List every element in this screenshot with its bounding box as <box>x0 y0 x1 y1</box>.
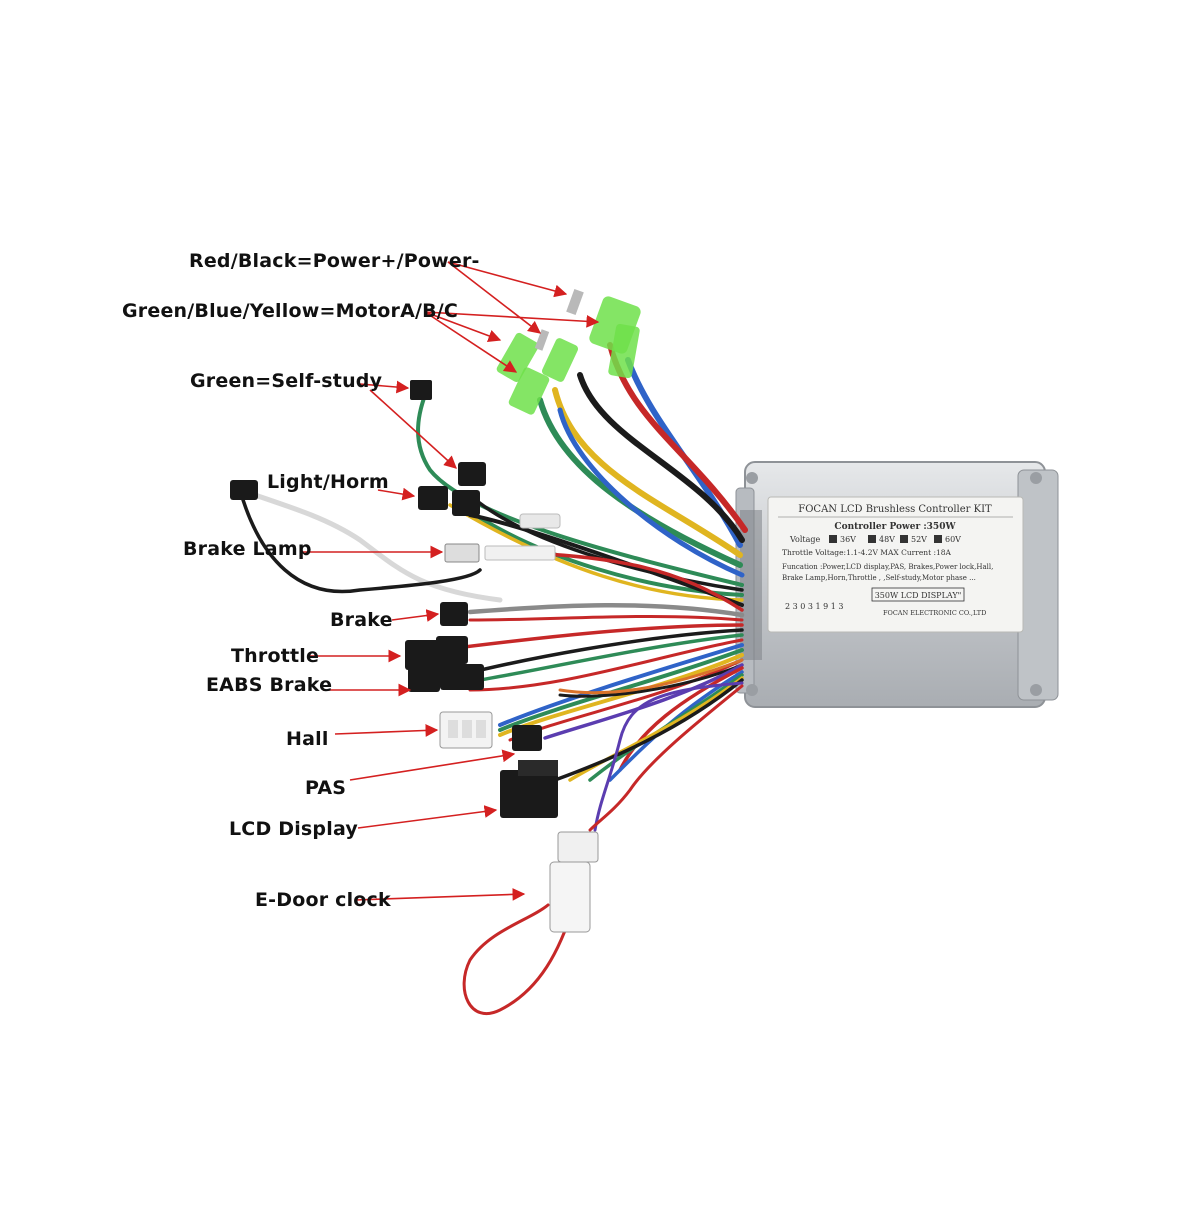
hall-connector <box>439 711 493 749</box>
arrow-self-study-1 <box>359 380 410 394</box>
arrow-motor-1 <box>424 311 600 328</box>
label-power: Red/Black=Power+/Power- <box>189 250 480 272</box>
sticker-title: FOCAN LCD Brushless Controller KIT <box>798 504 992 515</box>
label-pas: PAS <box>305 777 347 799</box>
label-lcd-display: LCD Display <box>229 818 358 840</box>
sticker-function-1: Funcation :Power,LCD display,PAS, Brakes… <box>782 563 993 571</box>
arrow-power-2 <box>447 261 542 334</box>
sticker-voltage-4: 60V <box>945 535 961 544</box>
lcd-connector <box>500 760 558 818</box>
sticker-serial: 2 3 0 3 1 9 1 3 <box>785 602 844 611</box>
arrow-lcd-display <box>357 805 498 829</box>
sticker-model: 350W LCD DISPLAY" <box>875 591 962 600</box>
sticker-throttle-spec: Throttle Voltage:1.1-4.2V MAX Current :1… <box>782 548 952 557</box>
sticker-maker: FOCAN ELECTRONIC CO.,LTD <box>883 609 986 617</box>
arrow-pas <box>349 749 516 781</box>
label-motor: Green/Blue/Yellow=MotorA/B/C <box>122 300 459 322</box>
label-throttle: Throttle <box>231 645 320 667</box>
label-brake-lamp: Brake Lamp <box>183 538 312 560</box>
arrow-self-study-2 <box>369 389 457 469</box>
controller-sticker <box>767 496 1024 633</box>
callout-arrows <box>300 261 600 901</box>
brake-lamp-connector <box>444 543 556 563</box>
arrow-hall <box>334 724 439 737</box>
label-hall: Hall <box>286 728 329 750</box>
self-study-connectors <box>410 380 486 486</box>
sticker-voltage-3: 52V <box>911 535 927 544</box>
label-eabs-brake: EABS Brake <box>206 674 333 696</box>
wire-bundle <box>237 342 748 1016</box>
pas-connector <box>512 725 542 751</box>
sticker-power: Controller Power :350W <box>834 522 956 532</box>
sticker-function-2: Brake Lamp,Horn,Throttle , ,Self-study,M… <box>782 574 976 582</box>
label-light-horn: Light/Horm <box>267 471 389 493</box>
arrow-e-door-lock <box>354 888 526 901</box>
arrow-motor-3 <box>424 311 518 373</box>
e-door-lock-connector <box>549 831 599 933</box>
label-brake: Brake <box>330 609 393 631</box>
sticker-text: FOCAN LCD Brushless Controller KIT Contr… <box>778 504 1013 617</box>
arrow-brake <box>391 609 440 622</box>
arrow-motor-2 <box>424 311 502 342</box>
power-connectors <box>496 289 641 415</box>
brake-connectors <box>405 602 484 692</box>
light-horn-connectors <box>230 480 561 529</box>
controller-box <box>735 461 1059 708</box>
label-self-study: Green=Self-study <box>190 370 383 392</box>
arrow-light-horn <box>377 487 416 501</box>
sticker-voltage-2: 48V <box>879 535 895 544</box>
arrow-power-1 <box>447 261 568 298</box>
label-e-door-lock: E-Door clock <box>255 889 391 911</box>
sticker-voltage-label: Voltage <box>789 535 821 544</box>
sticker-voltage-1: 36V <box>840 535 856 544</box>
